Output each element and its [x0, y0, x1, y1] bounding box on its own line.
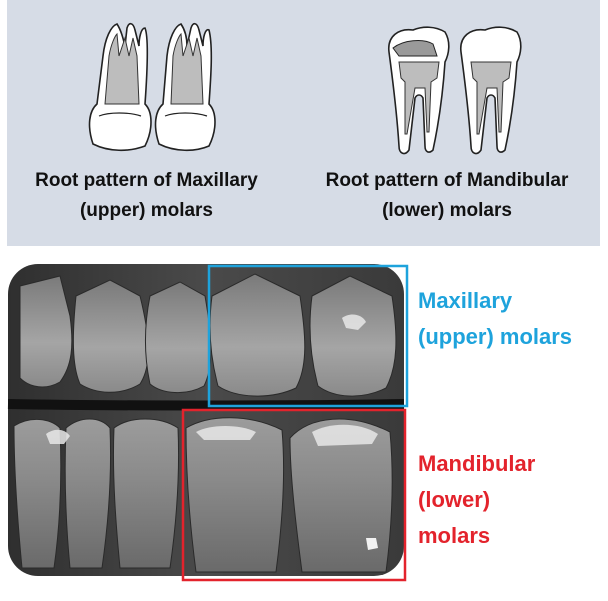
mandibular-molar-illustration — [388, 26, 522, 155]
maxillary-label: Maxillary (upper) molars — [418, 283, 572, 355]
maxillary-label-line2: (upper) molars — [418, 324, 573, 349]
maxillary-label-line1: Maxillary — [418, 288, 513, 313]
caption-maxillary-line1: Root pattern of Maxillary — [35, 170, 258, 191]
mandibular-label-line1: Mandibular — [418, 451, 536, 476]
mandibular-label-line3: molars — [418, 523, 491, 548]
mandibular-label-line2: (lower) — [418, 487, 491, 512]
caption-mandibular-line2: (lower) molars — [382, 200, 512, 221]
mandibular-label: Mandibular (lower) molars — [418, 446, 535, 554]
caption-mandibular: Root pattern of Mandibular (lower) molar… — [297, 166, 597, 226]
mandibular-highlight-box — [181, 408, 407, 582]
caption-maxillary-line2: (upper) molars — [79, 200, 214, 221]
caption-mandibular-line1: Root pattern of Mandibular — [325, 170, 569, 191]
maxillary-highlight-box — [207, 264, 409, 408]
illustration-panel: Root pattern of Maxillary (upper) molars… — [7, 0, 600, 246]
caption-maxillary: Root pattern of Maxillary (upper) molars — [7, 166, 286, 226]
maxillary-molar-illustration — [88, 22, 216, 152]
bitewing-xray — [0, 256, 410, 586]
